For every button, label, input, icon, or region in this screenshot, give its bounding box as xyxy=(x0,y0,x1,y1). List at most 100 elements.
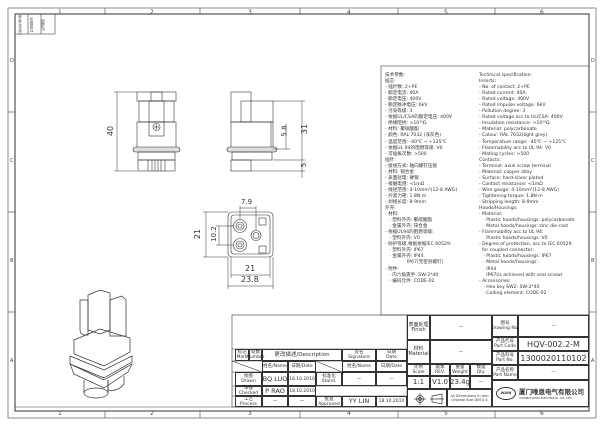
spec-line: - 接线方式: 轴向螺钉压接 xyxy=(385,163,438,169)
spec-line: · Plastic hoods/housings: V0 xyxy=(479,236,548,242)
drawn-name: BQ LUO xyxy=(262,372,288,386)
company-logo: WAIN xyxy=(496,387,516,400)
checked-date: 18.10.2010 xyxy=(288,386,316,396)
spec-line: - No. of contact: 2+PE xyxy=(479,85,530,91)
drawn-label: 绘图 Drawn xyxy=(235,372,262,386)
checked-label: 审核 Checked xyxy=(235,386,262,396)
finish-label: 表面处理 Finish xyxy=(407,315,430,340)
zone-left-b: B xyxy=(10,258,14,264)
spec-line: - Contact resistance: <1mΩ xyxy=(479,181,543,187)
dim-5-8-label: 5.8 xyxy=(280,125,289,137)
name-header: 姓名/Name xyxy=(262,361,288,372)
spec-line: - Colour: RAL 7032(light grey) xyxy=(479,133,548,139)
spec-line: - Tightening torque: 1.8N·m xyxy=(479,193,543,199)
date-header: 日期 Date xyxy=(376,349,407,361)
spec-line: - 污染等级: 3 xyxy=(385,109,413,115)
spec-line: - 拧紧力矩: 1.8N·m xyxy=(385,193,427,199)
spec-line: - 额定电流: 40A xyxy=(385,91,419,97)
scale-value: 1:1 xyxy=(407,376,430,389)
zone-top-2: 2 xyxy=(150,9,154,16)
stand-date: — xyxy=(376,372,407,386)
spec-line: · Coding element: CODE-02 xyxy=(479,290,547,296)
spec-line: - 表面处理: 硬银 xyxy=(385,175,419,181)
part-code-label: 产品代号 Part Code xyxy=(492,337,518,351)
spec-line: · Plastic hoods/housings: polycarbonate xyxy=(479,218,575,224)
spec-line: - Rated voltage: 400V xyxy=(479,97,530,103)
zone-ticks xyxy=(8,8,596,418)
spec-line: - Terminal: axial screw terminal xyxy=(479,163,551,169)
zone-left-a: A xyxy=(10,358,14,364)
spec-line: - 材料: 铜合金 xyxy=(385,169,415,175)
spec-line: · Metal hoods/housings: xyxy=(479,260,538,266)
spec-line: - Pollution degree: 3 xyxy=(479,109,526,115)
spec-line: - Insulation resistance: >10¹⁰Ω xyxy=(479,121,550,127)
spec-line: 外壳: xyxy=(385,206,396,212)
spec-line: - 依据UL 94的阻燃等级: V0 xyxy=(385,145,443,151)
process-label: 工艺 Process xyxy=(235,396,262,407)
dim-21-horizontal-label: 21 xyxy=(245,264,256,273)
qty-label: 数量 Qty. xyxy=(470,364,492,376)
process-date: — xyxy=(288,396,316,407)
stamp-box xyxy=(14,13,56,35)
spec-line: - Wire gauge: 4-10mm²(12-8 AWG) xyxy=(479,187,559,193)
spec-line: - 防护等级,根据依据IEC 60529: xyxy=(385,242,452,248)
spec-line: for coupled connector: xyxy=(479,248,534,254)
company-name-cn: 厦门唯恩电气有限公司 xyxy=(519,387,584,396)
spec-line: · 金属外壳: 锌合金 xyxy=(385,224,428,230)
dim-10-2-label: 10.2 xyxy=(209,226,218,242)
zone-top-5: 5 xyxy=(444,9,448,16)
spec-line: · Plastic hoods/housings: IP67 xyxy=(479,254,552,260)
spec-line: · 塑料外壳: V0 xyxy=(385,236,420,242)
front-view xyxy=(132,91,181,172)
dim-5-label: 5 xyxy=(300,162,309,168)
spec-line: Hoods/Housings: xyxy=(479,206,518,212)
dim-23-8-label: 23.8 xyxy=(241,275,259,284)
spec-line: - 可插拔次数: >500 xyxy=(385,151,427,157)
part-no-label: 产品料号 Part No. xyxy=(492,351,518,365)
name-header-2: 姓名/Name xyxy=(342,361,376,372)
spec-line: - Flammability acc.to UL 94: xyxy=(479,230,544,236)
side-dims xyxy=(251,100,305,178)
weight-value: 23.4g xyxy=(450,376,470,389)
spec-line: · Metal hoods/housings: zinc die-cast xyxy=(479,224,569,230)
isometric-view xyxy=(69,289,133,399)
company-block: WAIN 厦门唯恩电气有限公司 XIAMEN WAIN ELECTRICAL C… xyxy=(492,380,589,407)
spec-line: - 附件: xyxy=(385,266,399,272)
weight-label: 重量 Weight xyxy=(450,364,470,376)
material-value: — xyxy=(430,340,492,364)
rev-value: V1.0 xyxy=(430,376,450,389)
stamp-label-2: 旧底图总号 xyxy=(29,17,34,33)
stamp-label-1: 借(通)用件登记 xyxy=(18,14,23,36)
outer-border xyxy=(7,7,597,419)
spec-line: - 剥线长度: 8-9mm xyxy=(385,199,426,205)
spec-line: - Surface: hard-silver plated xyxy=(479,175,544,181)
spec-line: · 编码元件: CODE-02 xyxy=(385,278,435,284)
dim-31-label: 31 xyxy=(300,123,310,135)
dim-40-label: 40 xyxy=(106,125,116,137)
spec-english: Technical specification:Inserts:- No. of… xyxy=(479,73,575,297)
zone-bottom-5: 5 xyxy=(444,410,448,417)
drawn-date: 18.10.2010 xyxy=(288,372,316,386)
company-name-en: XIAMEN WAIN ELECTRICAL CO.,LTD xyxy=(519,395,572,400)
spec-line: - Temperature range: -40℃ ~ +125℃ xyxy=(479,139,567,145)
zone-top-6: 6 xyxy=(540,9,544,16)
approved-date: 18.10.2010 xyxy=(376,396,407,407)
spec-line: Inserts: xyxy=(479,79,497,85)
part-no-value: 1300020110102 xyxy=(518,351,589,365)
zone-bottom-2: 2 xyxy=(150,410,154,417)
spec-line: Contacts: xyxy=(479,157,501,163)
spec-line: - Stripping length: 8-9mm xyxy=(479,199,539,205)
spec-line: IP67(无密封螺钉) xyxy=(385,260,444,266)
spec-line: · Hex key SW2: SW-2*40 xyxy=(479,284,540,290)
spec-line: - 线径范围: 4-10mm²(12-8 AWG) xyxy=(385,187,458,193)
zone-top-4: 4 xyxy=(347,9,351,16)
stamp-label-3: 底图总号 xyxy=(41,18,46,32)
spec-line: · 塑料外壳: 聚碳酸酯 xyxy=(385,218,433,224)
bottom-dims xyxy=(203,206,274,289)
projection-symbol xyxy=(407,389,447,407)
spec-line: - 额定脉冲电压: 6kV xyxy=(385,103,428,109)
spec-line: 插芯: xyxy=(385,79,396,85)
description-header: 更改描述/Description xyxy=(262,349,342,361)
process-name: — xyxy=(262,396,288,407)
spec-line: - 材料: 聚碳酸酯 xyxy=(385,127,419,133)
